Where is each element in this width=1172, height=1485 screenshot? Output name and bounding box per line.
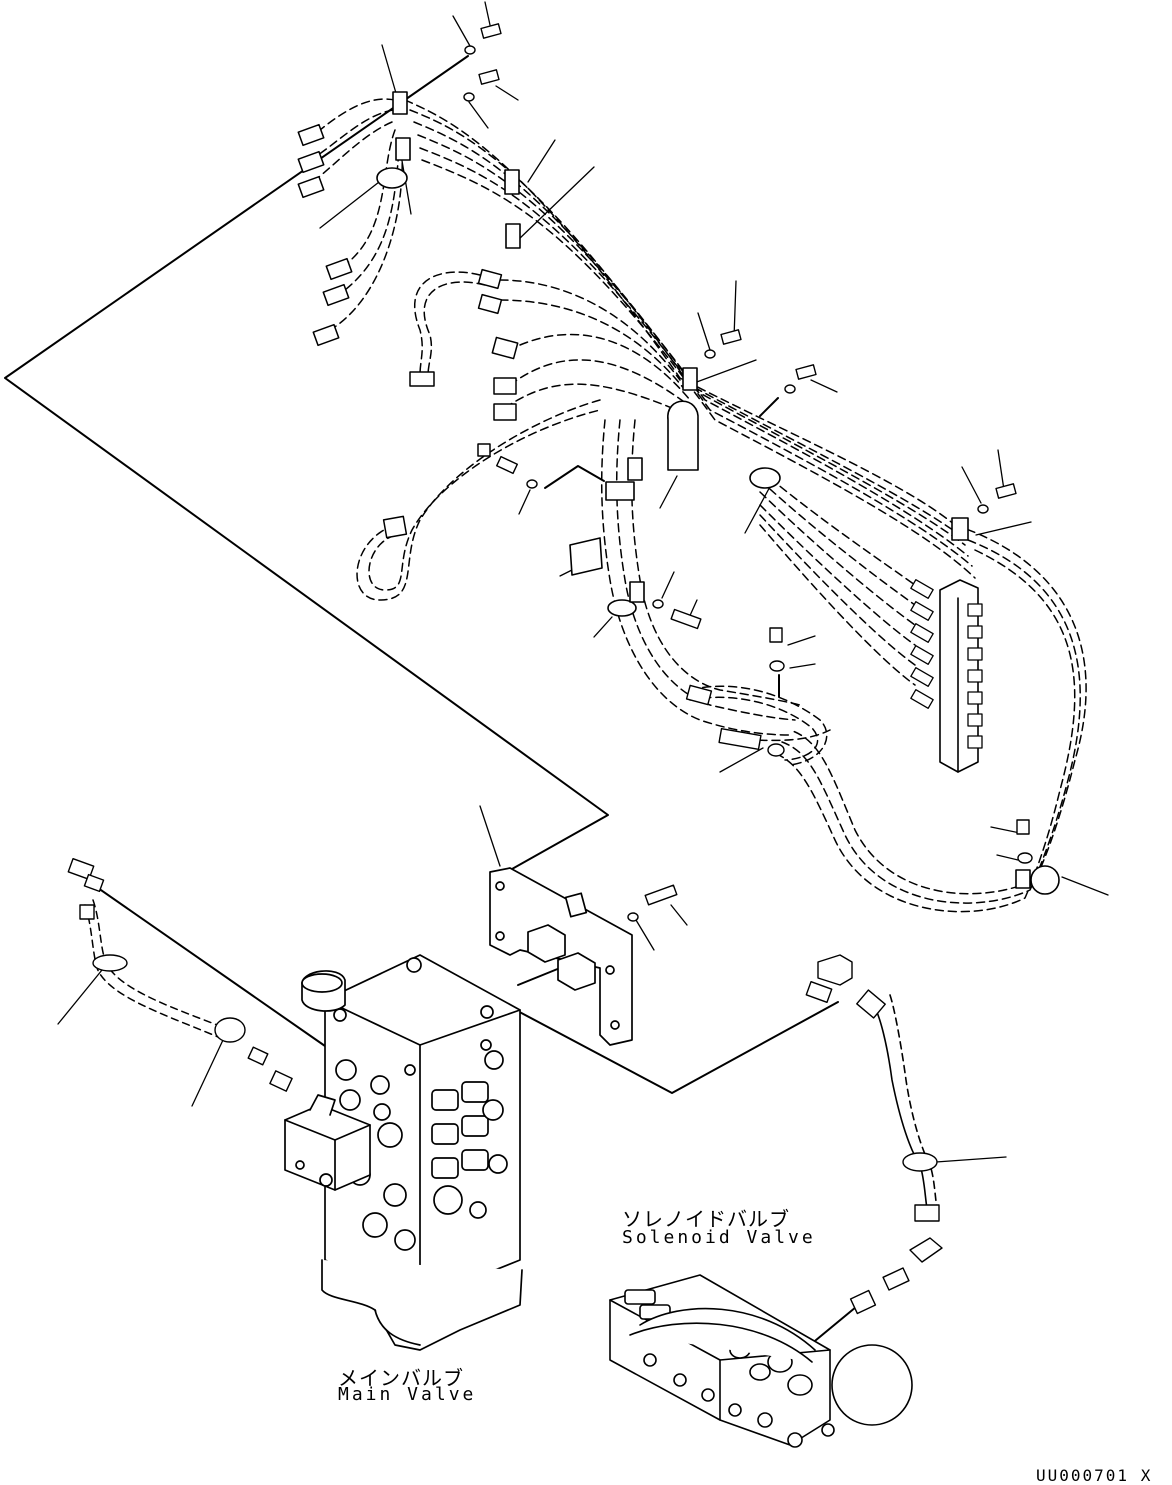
main-valve-label-en: Main Valve — [338, 1384, 477, 1405]
bolts-washers — [464, 24, 1032, 921]
main-valve-label-jp: メインバルブ — [338, 1366, 464, 1390]
solenoid-valve-label-en: Solenoid Valve — [622, 1227, 816, 1248]
lower-fittings — [687, 685, 784, 756]
main-valve-body — [285, 955, 522, 1350]
solenoid-hose — [870, 995, 938, 1215]
main-valve-pipe-fittings — [68, 859, 292, 1091]
solenoid-valve-label-jp: ソレノイドバルブ — [622, 1207, 790, 1231]
drawing-code: UU000701 X — [1036, 1466, 1153, 1485]
solenoid-fittings — [806, 955, 942, 1313]
reference-lines — [5, 56, 856, 1345]
mounting-bracket — [490, 868, 632, 1045]
upper-hose-bundle — [315, 99, 1086, 912]
hose-clips — [377, 92, 1059, 894]
manifold-block — [911, 580, 982, 772]
solenoid-valve-body — [610, 1275, 912, 1447]
fittings-top-left — [298, 125, 517, 538]
